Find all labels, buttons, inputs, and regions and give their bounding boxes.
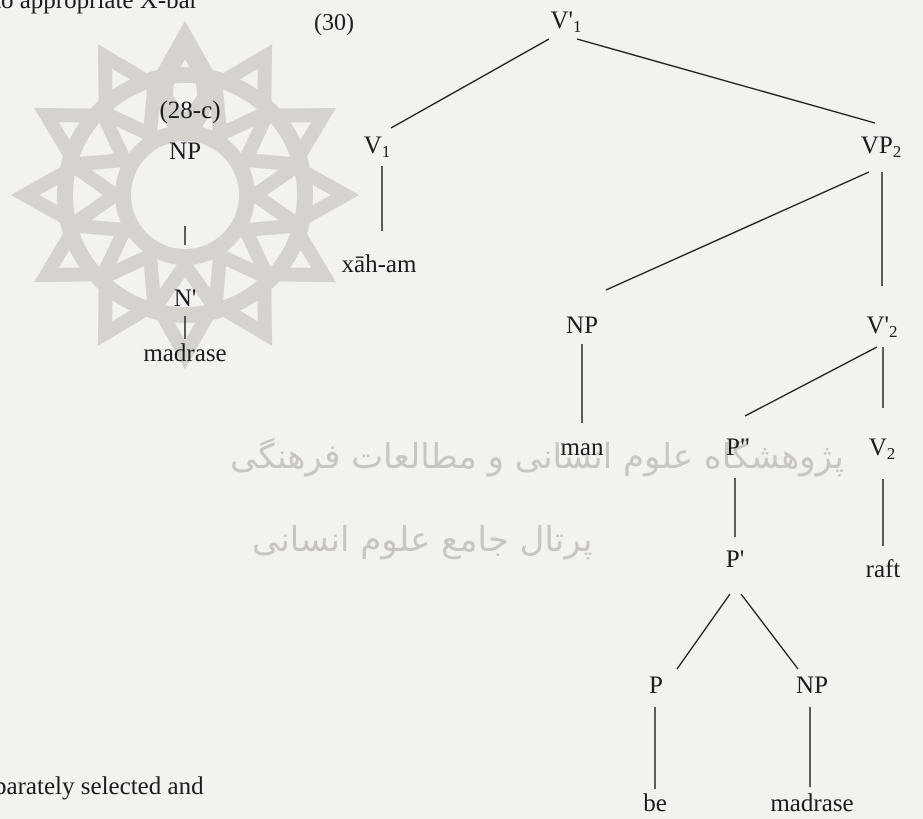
node-np-object: NP: [796, 672, 828, 699]
watermark-line-1: پژوهشگاه علوم انسانی و مطالعات فرهنگی: [230, 437, 844, 477]
node-vbar2: V'2: [866, 312, 898, 341]
branch-pbar-np: [740, 593, 799, 670]
node-p: P: [649, 672, 663, 699]
watermark-line-2: پرتال جامع علوم انسانی: [252, 520, 593, 560]
leaf-be: be: [643, 790, 667, 817]
node-v1: V1: [363, 132, 391, 161]
branch-vp2-np: [605, 171, 870, 291]
leaf-xah-am: xāh-am: [341, 251, 417, 278]
branch-pbar-p: [676, 593, 731, 670]
example-number-28c: (28-c): [159, 97, 221, 124]
leaf-madrase-28c: madrase: [143, 340, 227, 367]
text-fragment-bottom: parately selected and: [0, 773, 204, 800]
node-pp: P": [725, 434, 751, 461]
node-vp2: VP2: [860, 132, 902, 161]
node-root-vbar1: V'1: [550, 7, 582, 36]
leaf-madrase-30: madrase: [770, 790, 854, 817]
leaf-man: man: [560, 434, 604, 461]
example-number-30: (30): [314, 10, 354, 36]
node-np-subject: NP: [566, 312, 598, 339]
node-pbar: P': [725, 546, 745, 573]
node-np: NP: [169, 138, 201, 165]
node-v2: V2: [868, 434, 896, 463]
text-fragment-top: to appropriate X-bar: [0, 0, 199, 14]
branch-root-v1: [390, 38, 550, 129]
leaf-raft: raft: [865, 556, 901, 583]
node-nbar: N': [173, 285, 197, 312]
branch-vbar2-pp: [744, 346, 878, 417]
branch-root-vp2: [576, 38, 876, 124]
